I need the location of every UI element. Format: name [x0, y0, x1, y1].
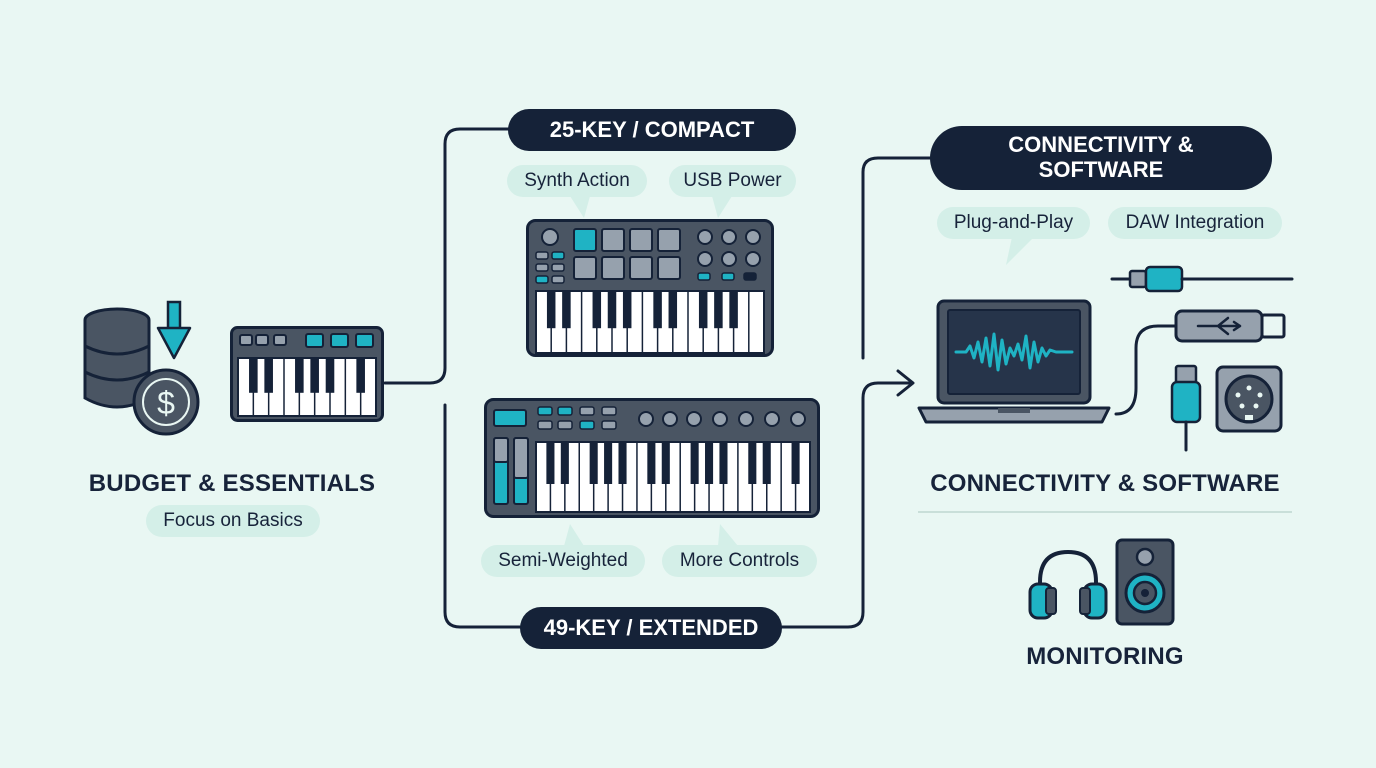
connectivity-feature-plug-and-play: Plug-and-Play	[937, 207, 1090, 239]
extended-pill: 49-KEY / EXTENDED	[520, 607, 782, 649]
audio-jack-icon	[1110, 265, 1294, 293]
coin-stack-icon: $	[83, 300, 200, 436]
piano-keys	[237, 357, 377, 417]
divider	[918, 511, 1292, 513]
mini-keyboard-icon	[230, 326, 384, 422]
budget-tag: Focus on Basics	[146, 505, 320, 537]
connector-to-connectivity-banner	[861, 156, 934, 360]
monitoring-title: MONITORING	[1026, 643, 1184, 670]
extended-feature-more-controls: More Controls	[662, 545, 817, 577]
connectivity-feature-daw-integration: DAW Integration	[1108, 207, 1282, 239]
headphones-icon	[1028, 549, 1108, 620]
compact-feature-usb-power: USB Power	[669, 165, 796, 197]
laptop-waveform-icon	[917, 299, 1111, 424]
extended-feature-semi-weighted: Semi-Weighted	[481, 545, 645, 577]
extended-keyboard-icon	[484, 398, 820, 518]
compact-feature-synth-action: Synth Action	[507, 165, 647, 197]
svg-text:$: $	[157, 385, 175, 421]
usb-plug-icon	[1170, 364, 1202, 452]
midi-port-icon	[1215, 365, 1283, 433]
callout-tails-extended	[564, 524, 738, 546]
callout-tails-compact	[570, 196, 732, 218]
compact-pill: 25-KEY / COMPACT	[508, 109, 796, 151]
connector-budget-to-compact	[383, 127, 512, 385]
connector-extended-to-connectivity	[780, 381, 914, 629]
arrow-head	[896, 369, 915, 397]
speaker-icon	[1115, 538, 1175, 626]
compact-keyboard-icon	[526, 219, 774, 357]
budget-title: BUDGET & ESSENTIALS	[88, 470, 376, 497]
down-arrow-icon	[156, 300, 192, 360]
usb-cable-icon	[1114, 309, 1286, 416]
connectivity-banner: CONNECTIVITY & SOFTWARE	[930, 126, 1272, 190]
connector-to-extended	[443, 403, 522, 629]
dollar-coin-icon: $	[132, 368, 200, 436]
piano-keys	[535, 441, 811, 513]
connectivity-title: CONNECTIVITY & SOFTWARE	[930, 470, 1280, 497]
piano-keys	[535, 290, 765, 354]
callout-tail-connectivity	[1006, 237, 1034, 265]
